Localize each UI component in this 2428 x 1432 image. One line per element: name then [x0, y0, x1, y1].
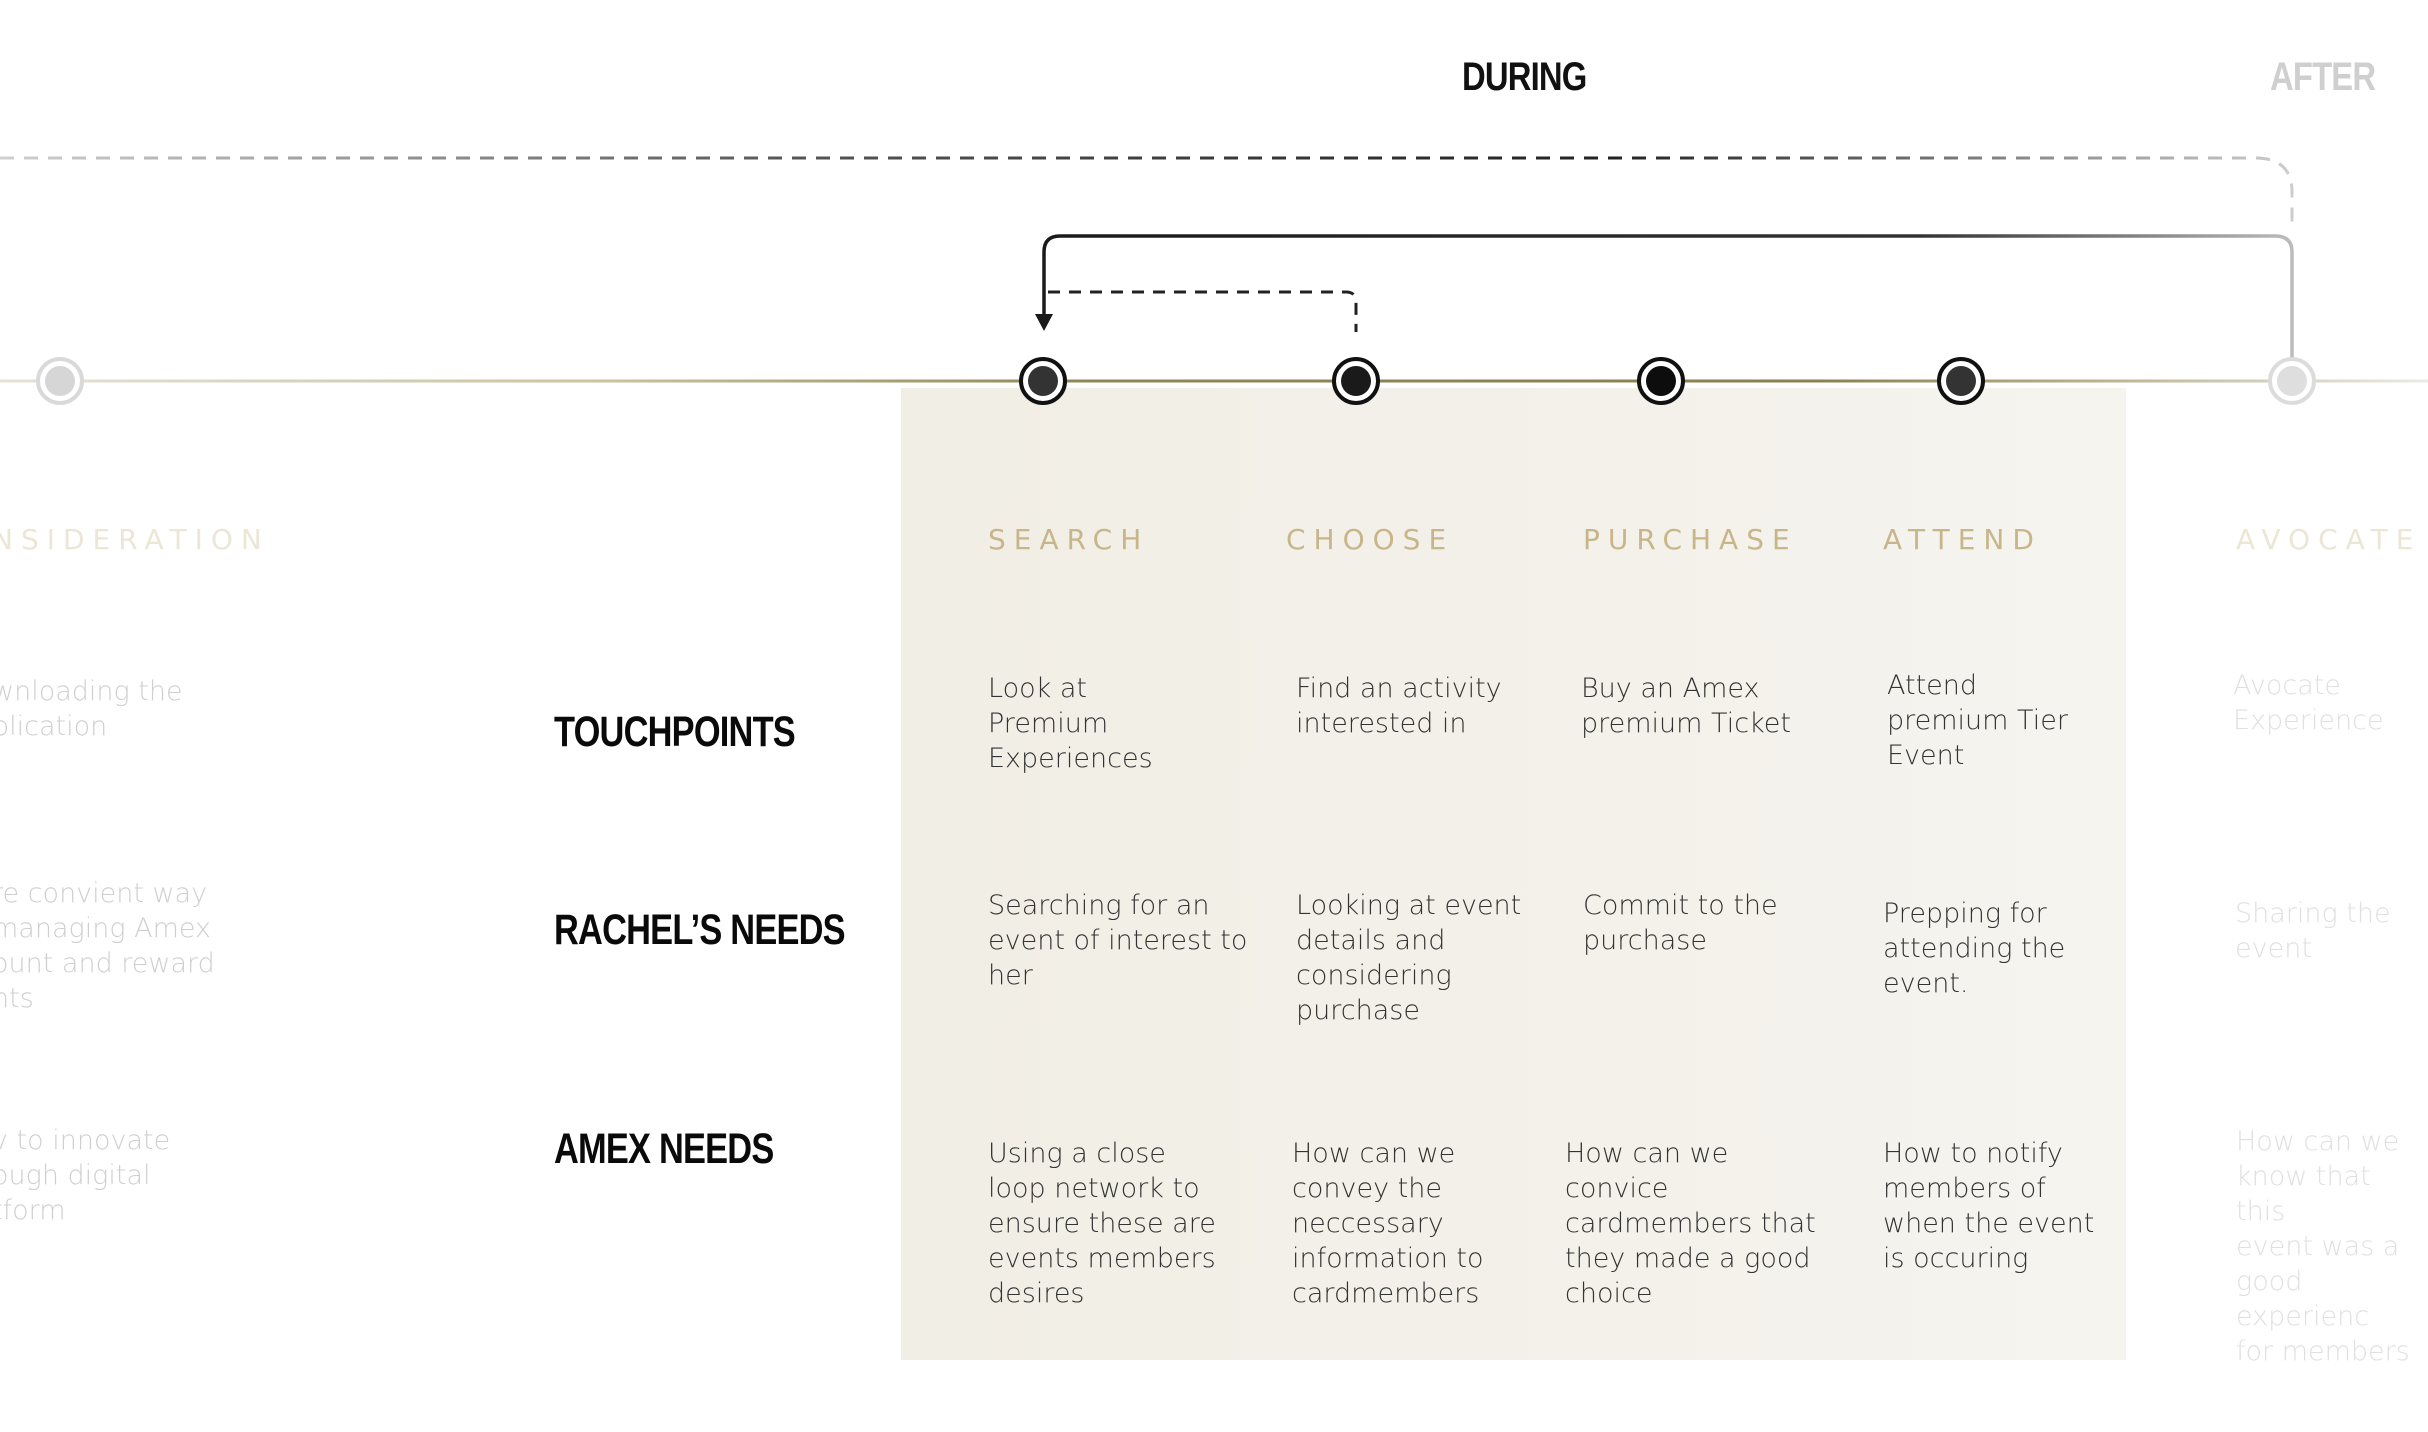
- touchpoint-choose: Find an activity interested in: [1296, 673, 1502, 739]
- rachels-need-avocate: Sharing the event: [2235, 898, 2391, 964]
- phase-after-heading: AFTER: [2270, 55, 2376, 99]
- amex-need-choose: How can we convey the neccessary informa…: [1292, 1138, 1484, 1309]
- amex-need-attend: How to notify members of when the event …: [1883, 1138, 2095, 1274]
- amex-need-search: Using a close loop network to ensure the…: [988, 1138, 1216, 1309]
- touchpoint-consideration: wnloading the plication: [0, 676, 183, 742]
- rachels-need-purchase: Commit to the purchase: [1583, 890, 1778, 956]
- phase-during-heading: DURING: [1462, 55, 1587, 99]
- amex-need-consideration: v to innovate ough digital tform: [0, 1125, 171, 1226]
- search-choose-dashed-connector: [1048, 290, 1358, 332]
- row-label-rachels-needs: RACHEL’S NEEDS: [554, 906, 846, 954]
- loop-arrowhead: [1035, 314, 1053, 331]
- amex-need-purchase: How can we convice cardmembers that they…: [1565, 1138, 1816, 1309]
- stage-label-attend: ATTEND: [1883, 523, 2042, 556]
- stage-label-consideration: NSIDERATION: [0, 523, 270, 556]
- row-label-amex-needs: AMEX NEEDS: [554, 1125, 774, 1173]
- touchpoint-avocate: Avocate Experience: [2233, 670, 2384, 736]
- rachels-need-choose: Looking at event details and considering…: [1296, 890, 1522, 1026]
- stage-label-search: SEARCH: [988, 523, 1150, 556]
- row-label-touchpoints: TOUCHPOINTS: [554, 708, 796, 756]
- loop-back-arrow: [1042, 234, 2294, 380]
- touchpoint-search: Look at Premium Experiences: [988, 673, 1153, 774]
- rachels-need-attend: Prepping for attending the event.: [1883, 898, 2066, 999]
- stage-label-purchase: PURCHASE: [1583, 523, 1798, 556]
- top-dashed-connector: [0, 156, 2294, 222]
- rachels-need-consideration: re convient way managing Amex ount and r…: [0, 878, 215, 1014]
- timeline-node-avocate: [2268, 357, 2316, 405]
- touchpoint-purchase: Buy an Amex premium Ticket: [1581, 673, 1791, 739]
- stage-label-choose: CHOOSE: [1286, 523, 1455, 556]
- stage-label-avocate: AVOCATE: [2236, 523, 2422, 556]
- touchpoint-attend: Attend premium Tier Event: [1887, 670, 2068, 771]
- timeline-node-consideration: [36, 357, 84, 405]
- amex-need-avocate: How can we know that this event was a go…: [2236, 1126, 2410, 1367]
- rachels-need-search: Searching for an event of interest to he…: [988, 890, 1248, 991]
- during-highlight-band: [901, 388, 2126, 1360]
